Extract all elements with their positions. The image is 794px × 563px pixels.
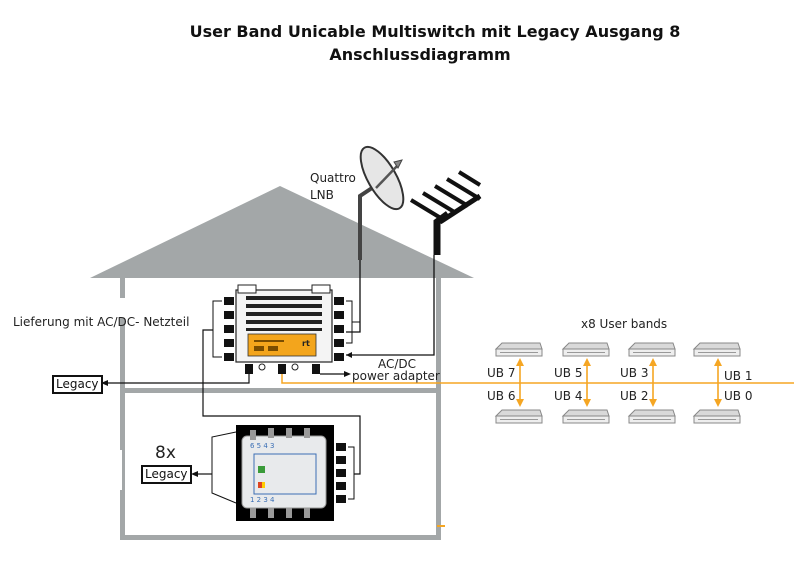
receiver-icon [627,342,676,357]
receiver-icon [494,409,543,424]
legacy-count: 8x [155,443,176,463]
arrow-down-icon [583,399,591,407]
unicable-multiswitch[interactable]: rt [224,284,344,374]
cable-to-legacy-switch [202,329,361,475]
legacy-multiswitch[interactable]: 6 5 4 3 1 2 3 4 [236,425,346,521]
house-floor [120,388,441,393]
house-roof [90,186,474,278]
receiver-icon [692,342,741,357]
receivers-group: UB 7 UB 6 UB 5 UB 4 UB 3 UB 2 UB 1 UB 0 [487,342,752,424]
power-adapter-line2: power adapter [352,369,440,383]
receiver-icon [692,409,741,424]
user-band-label: UB 5 [554,366,582,380]
legacy-switch-output-label: Legacy [141,465,192,484]
arrow-down-icon [516,399,524,407]
house-wall-left [120,318,125,540]
user-bands-header: x8 User bands [581,317,667,331]
lnb-label-line1: Quattro [310,171,356,185]
legacy-output-label: Legacy [52,375,103,394]
arrow-up-icon [714,358,722,366]
power-adapter-line1: AC/DC [378,357,416,371]
satellite-dish-icon [358,145,405,260]
receiver-icon [627,409,676,424]
house-ground [120,535,441,540]
arrow-up-icon [583,358,591,366]
cable-lnb [346,260,361,333]
arrow-up-icon [516,358,524,366]
diagram-title-line2: Anschlussdiagramm [329,45,511,64]
receiver-icon [494,342,543,357]
svg-text:6 5 4 3: 6 5 4 3 [250,442,275,450]
user-band-label: UB 4 [554,389,582,403]
receiver-icon [561,409,610,424]
user-band-label: UB 6 [487,389,515,403]
user-band-label: UB 7 [487,366,515,380]
diagram-title-line1: User Band Unicable Multiswitch mit Legac… [189,22,681,41]
house-wall-left-upper [120,278,125,298]
delivery-note: Lieferung mit AC/DC- Netzteil [13,315,189,329]
svg-text:rt: rt [302,339,310,348]
user-band-label: UB 0 [724,389,752,403]
user-band-label: UB 1 [724,369,752,383]
legacy-output-line [105,374,250,384]
cable-antenna [346,255,435,356]
user-band-bus-line [281,374,794,384]
svg-text:1 2 3 4: 1 2 3 4 [250,496,275,504]
arrow-up-icon [649,358,657,366]
user-band-label: UB 3 [620,366,648,380]
arrow-down-icon [649,399,657,407]
arrow-down-icon [714,399,722,407]
terrestrial-antenna-icon [409,170,482,255]
lnb-label-line2: LNB [310,188,334,202]
house-wall-right [436,278,441,540]
user-band-label: UB 2 [620,389,648,403]
receiver-icon [561,342,610,357]
